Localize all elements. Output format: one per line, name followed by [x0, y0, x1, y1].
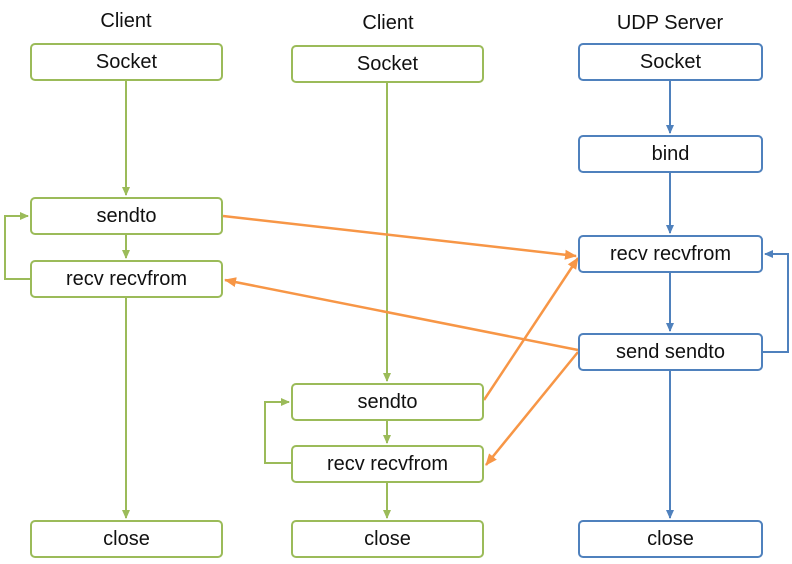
- client-middle-socket-node: Socket: [291, 45, 484, 83]
- client-left-close-node: close: [30, 520, 223, 558]
- s-loop-back: [763, 250, 789, 353]
- msg-c2-sendto-to-server-recv: [482, 257, 580, 401]
- client-left-recv-node: recv recvfrom: [30, 260, 223, 298]
- client-middle-recv-node: recv recvfrom: [291, 445, 484, 483]
- server-recv-node: recv recvfrom: [578, 235, 763, 273]
- client-middle-title: Client: [362, 12, 414, 34]
- server-close-node: close: [578, 520, 763, 558]
- msg-server-send-to-c2-recv: [485, 351, 579, 466]
- c1-loop-back: [4, 212, 30, 280]
- client-middle-close-node: close: [291, 520, 484, 558]
- c2-loop-back: [264, 398, 291, 464]
- server-socket-node: Socket: [578, 43, 763, 81]
- server-title: UDP Server: [616, 12, 724, 34]
- client-left-title: Client: [100, 10, 152, 32]
- server-send-node: send sendto: [578, 333, 763, 371]
- msg-server-send-to-c1-recv: [224, 277, 579, 352]
- client-middle-sendto-node: sendto: [291, 383, 484, 421]
- msg-c1-sendto-to-server-recv: [222, 214, 577, 260]
- server-bind-node: bind: [578, 135, 763, 173]
- client-left-sendto-node: sendto: [30, 197, 223, 235]
- client-left-socket-node: Socket: [30, 43, 223, 81]
